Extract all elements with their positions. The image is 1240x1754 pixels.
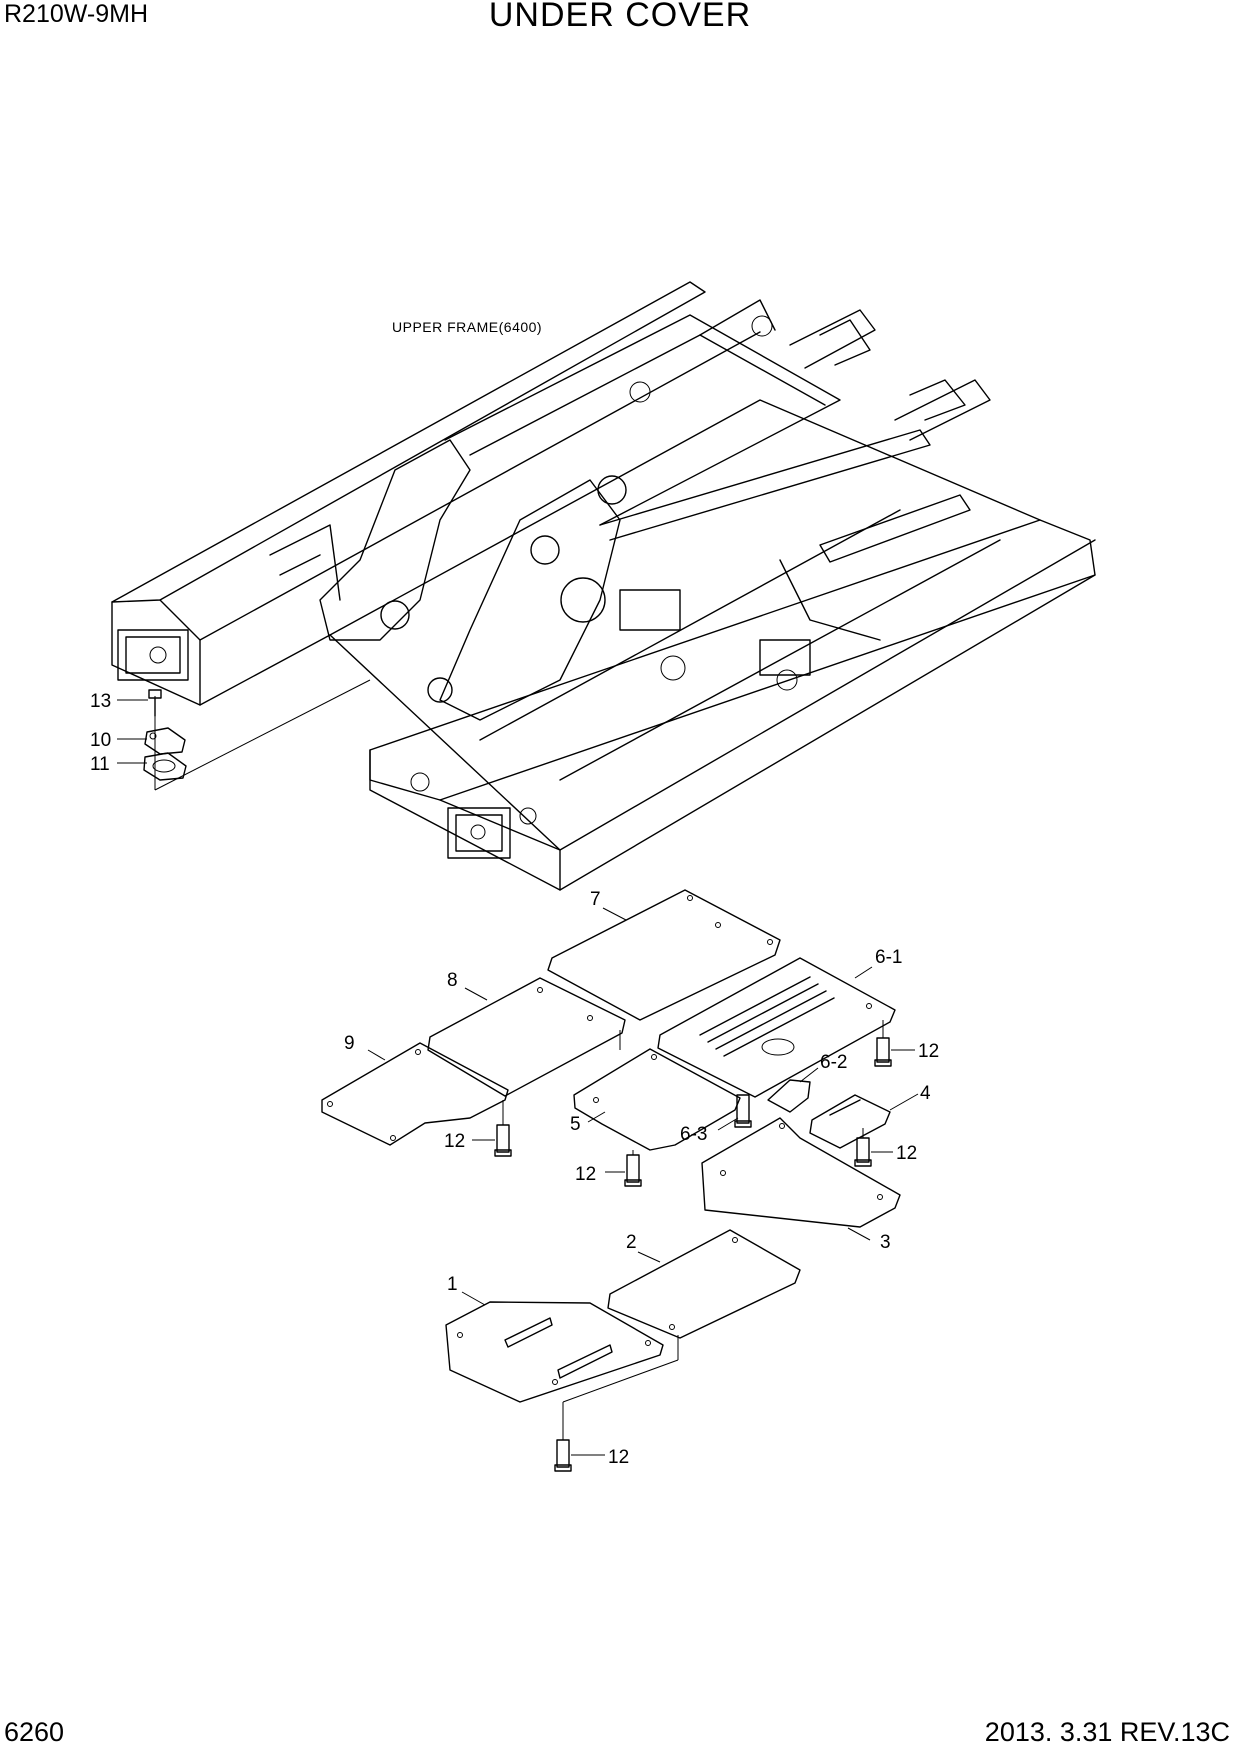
page-title: UNDER COVER: [488, 0, 752, 34]
callout-leaders: [367, 907, 919, 1456]
callout-7: 7: [590, 889, 601, 910]
callout-4: 4: [920, 1083, 931, 1104]
callout-2: 2: [626, 1232, 637, 1253]
callout-9: 9: [344, 1033, 355, 1054]
callout-12-e: 12: [608, 1447, 629, 1468]
callout-3: 3: [880, 1232, 891, 1253]
callout-1: 1: [447, 1274, 458, 1295]
parts-10-11-13: [143, 679, 371, 791]
callout-6-2: 6-2: [820, 1052, 847, 1073]
callout-12-b: 12: [444, 1131, 465, 1152]
upper-frame-drawing: [111, 281, 1096, 891]
callout-12-a: 12: [918, 1041, 939, 1062]
callout-5: 5: [570, 1114, 581, 1135]
callout-12-d: 12: [896, 1143, 917, 1164]
callout-12-c: 12: [575, 1164, 596, 1185]
callout-6-3: 6-3: [680, 1124, 707, 1145]
callout-10: 10: [90, 730, 111, 751]
under-cover-plates: [321, 889, 901, 1472]
callout-8: 8: [447, 970, 458, 991]
callout-13: 13: [90, 691, 111, 712]
page-number: 6260: [4, 1717, 65, 1747]
model-code: R210W-9MH: [4, 0, 149, 28]
revision-date: 2013. 3.31 REV.13C: [984, 1717, 1230, 1747]
callout-11: 11: [90, 754, 110, 775]
upper-frame-note: UPPER FRAME(6400): [392, 319, 542, 335]
callout-6-1: 6-1: [875, 947, 902, 968]
